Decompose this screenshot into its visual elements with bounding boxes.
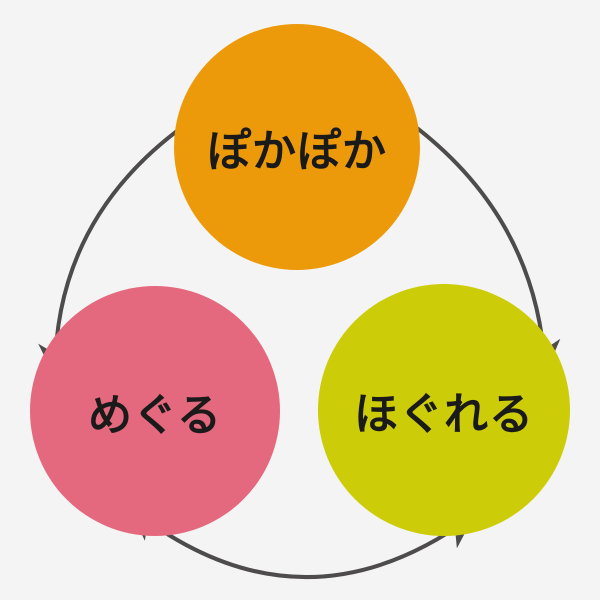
arrow-left-right	[128, 506, 475, 579]
node-meguru: めぐる	[30, 286, 280, 536]
node-pokapoka: ぽかぽか	[174, 24, 420, 270]
node-hogureru: ほぐれる	[318, 284, 570, 536]
node-hogureru-label: ほぐれる	[354, 389, 534, 440]
node-meguru-label: めぐる	[87, 390, 223, 441]
node-pokapoka-label: ぽかぽか	[207, 126, 387, 177]
